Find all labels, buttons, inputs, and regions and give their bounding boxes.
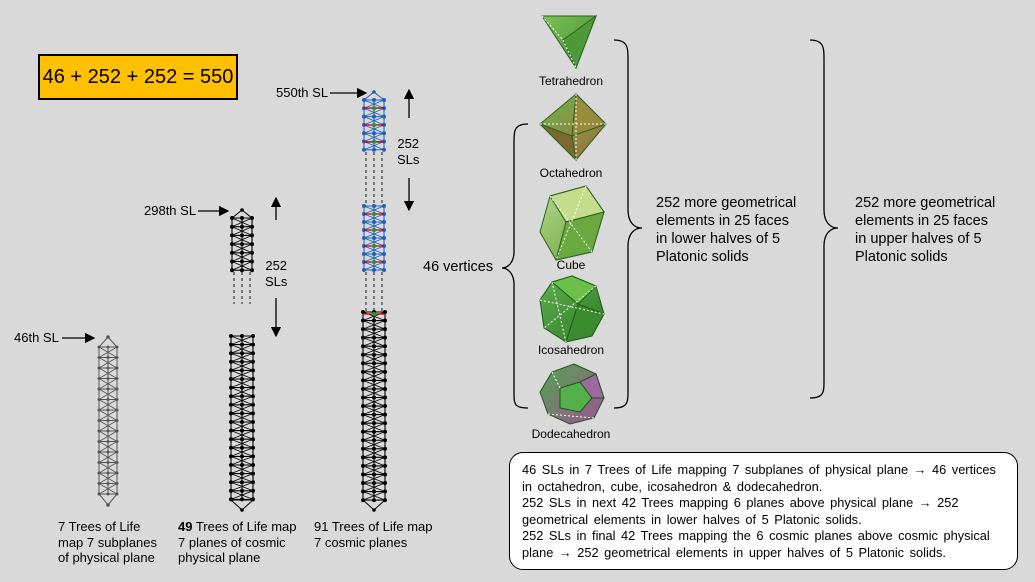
tree-column-7	[97, 335, 119, 507]
upper-text-line-3: in upper halves of 5	[855, 231, 982, 247]
tree-column-91	[361, 90, 387, 512]
lower-text-line-2: elements in 25 faces	[656, 213, 789, 229]
span-mid-unit: SLs	[265, 274, 288, 289]
caption-49-bold: 49	[178, 519, 193, 534]
brace-vertices	[501, 123, 529, 409]
caption-column-91: 91 Trees of Life map 7 cosmic planes	[314, 519, 433, 550]
tree-lattice-49-lower	[229, 334, 255, 502]
tree-base-49	[229, 499, 255, 512]
caption-7-line-3: of physical plane	[58, 550, 155, 565]
solid-label-cube: Cube	[556, 258, 586, 272]
span-label-mid: 252 SLs	[265, 258, 287, 290]
solid-label-icosahedron: Icosahedron	[537, 343, 605, 357]
tree-gap-49	[233, 272, 251, 304]
info-line-1: 46 SLs in 7 Trees of Life mapping 7 subp…	[522, 462, 996, 494]
caption-49-line-2: 7 planes of cosmic	[178, 534, 286, 550]
tree-lattice-7	[97, 345, 119, 496]
tree-base-7	[97, 493, 119, 507]
octahedron-shape	[539, 92, 607, 162]
upper-halves-text: 252 more geometrical elements in 25 face…	[855, 194, 995, 266]
info-line-2: 252 SLs in next 42 Trees mapping 6 plane…	[522, 495, 959, 527]
span-label-right: 252 SLs	[397, 136, 419, 168]
lower-text-line-1: 252 more geometrical	[656, 195, 797, 211]
tetrahedron-shape	[541, 14, 598, 70]
span-right-number: 252	[397, 136, 420, 151]
caption-49-line-3: physical plane	[178, 550, 261, 565]
upper-text-line-2: elements in 25 faces	[855, 213, 988, 229]
cube-shape	[539, 185, 605, 261]
span-mid-number: 252	[265, 258, 288, 273]
dodecahedron-shape	[539, 363, 605, 425]
caption-column-7: 7 Trees of Life map 7 subplanes of physi…	[58, 519, 157, 566]
upper-text-line-1: 252 more geometrical	[855, 195, 996, 211]
caption-column-49: 49 Trees of Life map 7 planes of cosmic …	[178, 519, 297, 566]
span-right-unit: SLs	[397, 152, 420, 167]
solid-label-dodecahedron: Dodecahedron	[531, 427, 611, 441]
sl-550-label: 550th SL	[276, 85, 329, 100]
icosahedron-shape	[539, 275, 605, 343]
tree-top-7	[97, 335, 119, 348]
tree-lattice-91-bottom	[361, 310, 387, 503]
caption-49-line-1: 49 Trees of Life map	[178, 519, 297, 535]
caption-49-rest: Trees of Life map	[192, 519, 297, 534]
brace-lower	[613, 39, 643, 409]
lower-text-line-3: in lower halves of 5	[656, 231, 781, 247]
equation-box: 46 + 252 + 252 = 550	[38, 54, 238, 100]
sl-46-label: 46th SL	[14, 330, 59, 345]
info-box: 46 SLs in 7 Trees of Life mapping 7 subp…	[509, 452, 1018, 570]
solid-label-octahedron: Octahedron	[539, 166, 603, 180]
caption-7-line-2: map 7 subplanes	[58, 534, 158, 550]
tree-base-91	[361, 499, 387, 512]
solid-label-tetrahedron: Tetrahedron	[538, 74, 604, 88]
sl-298-label: 298th SL	[144, 203, 197, 218]
lower-halves-text: 252 more geometrical elements in 25 face…	[656, 194, 796, 266]
info-line-3: 252 SLs in final 42 Trees mapping the 6 …	[522, 528, 990, 560]
tree-gap-91-upper	[365, 152, 383, 206]
caption-7-line-1: 7 Trees of Life	[58, 519, 141, 534]
tree-lattice-49-upper	[230, 216, 254, 273]
lower-text-line-4: Platonic solids	[656, 249, 749, 265]
brace-upper	[809, 39, 839, 399]
tree-gap-91-lower	[365, 272, 383, 312]
upper-text-line-4: Platonic solids	[855, 249, 948, 265]
vertices-label: 46 vertices	[423, 259, 494, 275]
tree-column-49	[229, 208, 255, 512]
caption-91-line-1: 91 Trees of Life map	[314, 519, 433, 534]
caption-91-line-2: 7 cosmic planes	[314, 534, 408, 550]
